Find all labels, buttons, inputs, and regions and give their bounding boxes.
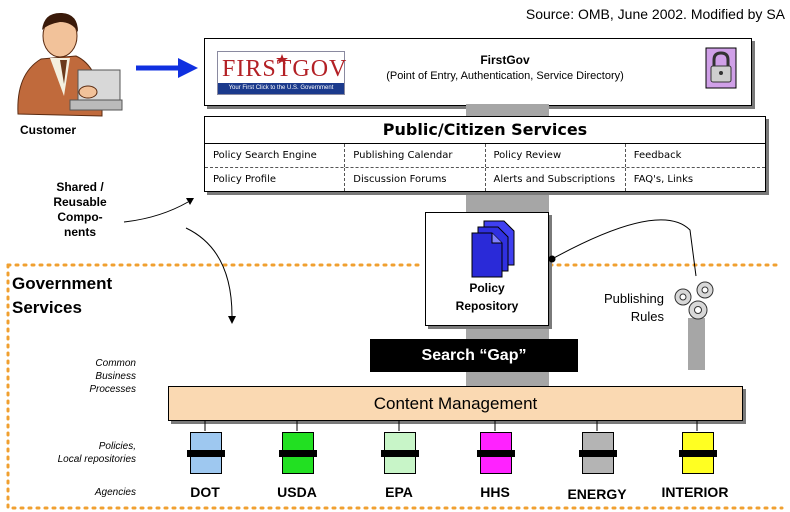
rules-line: Publishing [604,291,664,306]
shared-line: Compo- [57,210,103,224]
common-business-label: Common Business Processes [6,357,136,396]
gov-line: Services [12,298,82,317]
firstgov-subtitle: (Point of Entry, Authentication, Service… [386,70,624,82]
star-icon [276,54,288,64]
agency-name: USDA [277,484,317,500]
row-label-line: Common [95,358,136,369]
connector-gap-content [466,372,549,386]
agency-repository-dot[interactable] [187,432,225,474]
firstgov-title: FirstGov [480,53,530,67]
services-row: Policy Search Engine Publishing Calendar… [205,144,765,167]
shared-line: Shared / [56,180,104,194]
agency-name: DOT [190,484,220,500]
service-feedback[interactable]: Feedback [624,144,765,167]
service-policy-review[interactable]: Policy Review [484,144,625,167]
agency-repository-usda[interactable] [279,432,317,474]
publishing-rules-label: Publishing Rules [584,290,664,326]
service-faqs-links[interactable]: FAQ's, Links [624,168,765,191]
agency-repository-interior[interactable] [679,432,717,474]
source-note: Source: OMB, June 2002. Modified by SA [525,6,785,22]
repo-line: Policy [469,281,505,295]
customer-illustration [17,12,123,117]
connector-repository-gap [466,324,549,339]
shared-line: nents [63,225,96,239]
content-management-box[interactable]: Content Management [168,386,743,421]
repo-line: Repository [455,299,519,313]
service-discussion-forums[interactable]: Discussion Forums [344,168,484,191]
row-label-line: Business [95,371,136,382]
service-alerts-subscriptions[interactable]: Alerts and Subscriptions [484,168,625,191]
policies-label: Policies, Local repositories [6,440,136,466]
agency-repository-epa[interactable] [381,432,419,474]
policy-repository-box[interactable]: Policy Repository [425,212,549,326]
service-policy-search-engine[interactable]: Policy Search Engine [213,150,317,161]
row-label-line: Local repositories [57,454,136,465]
policy-repository-label: Policy Repository [426,279,548,315]
shared-components-label: Shared / Reusable Compo- nents [30,180,130,240]
public-services-box: Public/Citizen Services Policy Search En… [204,116,766,192]
row-label-line: Processes [89,384,136,395]
firstgov-logo[interactable]: FIRSTGOV Your First Click to the U.S. Go… [217,51,346,95]
gears-icon [674,281,714,320]
documents-icon [471,220,515,278]
shared-line: Reusable [53,195,107,209]
row-label-line: Policies, [98,441,136,452]
firstgov-box: FIRSTGOV Your First Click to the U.S. Go… [204,38,752,106]
government-services-label: Government Services [12,272,112,320]
service-publishing-calendar[interactable]: Publishing Calendar [344,144,484,167]
agency-repository-hhs[interactable] [477,432,515,474]
customer-label: Customer [20,123,77,137]
service-policy-profile[interactable]: Policy Profile [213,174,277,185]
rules-line: Rules [630,309,664,324]
services-row: Policy Profile Discussion Forums Alerts … [205,167,765,191]
agency-name: INTERIOR [661,484,729,500]
agency-name: ENERGY [567,486,627,502]
public-services-title: Public/Citizen Services [382,120,588,139]
agency-name: EPA [385,484,413,500]
lock-icon [705,47,737,89]
search-gap-box[interactable]: Search “Gap” [370,339,578,372]
agencies-row-label: Agencies [94,487,136,498]
agency-repository-energy[interactable] [579,432,617,474]
public-services-grid: Policy Search Engine Publishing Calendar… [205,143,765,191]
agency-name: HHS [480,484,510,500]
connector-services-repository [466,191,549,212]
firstgov-logo-tagline: Your First Click to the U.S. Government [218,83,344,94]
connector-firstgov-services [466,104,549,116]
gov-line: Government [12,274,113,293]
